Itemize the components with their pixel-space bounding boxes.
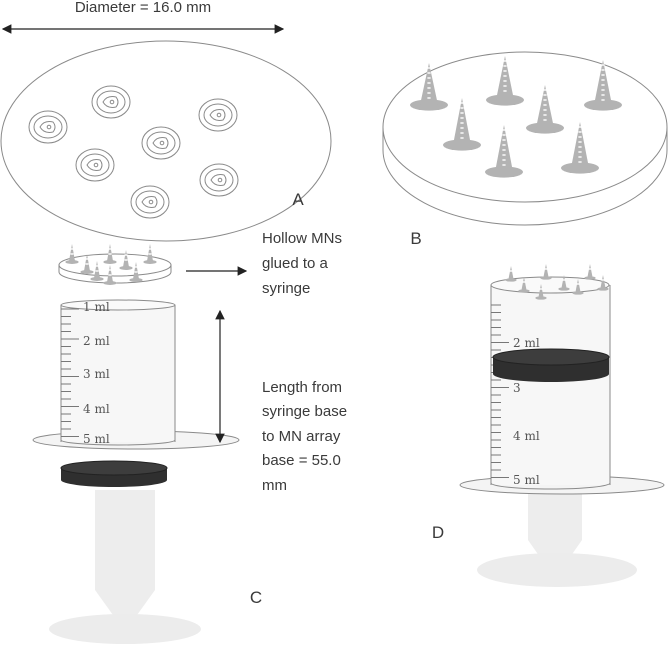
panel-label-a: A [292,190,304,209]
volume-mark: 3 ml [83,367,110,381]
mn-hole [130,185,170,219]
mn-spike-small [103,265,117,285]
volume-mark: 1 ml [83,300,110,314]
mn-hole [91,85,131,119]
panel-label-c: C [250,588,262,607]
syringe-barrel-c [32,299,240,450]
mn-spike-d [597,275,609,291]
mn-spikes-d [505,264,609,300]
mn-spike-small [129,262,143,282]
volume-mark: 2 ml [83,334,110,348]
hollow-mns-annotation: Hollow MNs glued to a syringe [262,230,346,297]
mn-spike-small [103,244,117,264]
diameter-label: Diameter = 16.0 mm [75,0,211,16]
mn-hole [75,148,115,182]
mn-spike [485,125,523,178]
plunger-c [49,490,201,644]
mn-spike [486,56,524,106]
mn-spike [584,60,622,111]
volume-mark: 4 ml [513,429,540,443]
mn-spike-small [90,261,104,281]
volume-mark: 5 ml [83,432,110,446]
mn-spike-d [572,279,584,295]
mn-spike-d [518,277,530,293]
small-mn-array [58,253,172,284]
volume-mark: 3 [513,381,521,395]
volume-mark: 5 ml [513,473,540,487]
mn-spike-small [65,244,79,264]
mn-holes [28,85,239,219]
dark-disc-c [60,460,168,487]
panel-label-d: D [432,523,444,542]
mn-spikes-small [65,244,157,285]
syringe-barrel-d [459,276,665,495]
mn-spike-d [535,284,547,300]
volume-mark: 4 ml [83,402,110,416]
mn-hole [199,163,239,197]
plunger-d [477,490,637,587]
mn-spike [526,85,564,134]
volume-mark: 2 ml [513,336,540,350]
mn-spike-small [143,244,157,264]
length-annotation: Length from syringe base to MN array bas… [262,379,351,494]
mn-spikes-3d [410,56,622,178]
mn-spike-d [505,266,517,282]
patch-3d-view [382,51,668,226]
mn-spike-d [558,275,570,291]
syringe-scale-c: 1 ml 2 ml 3 ml 4 ml 5 ml [61,300,110,446]
mn-spike-d [584,264,596,280]
mn-spike-small [80,254,94,274]
mn-hole [198,98,238,132]
mn-spike-small [119,250,133,270]
dark-disc-d [492,348,610,382]
mn-spike-d [540,264,552,280]
mn-spike [410,63,448,111]
mn-spike [443,98,481,151]
mn-spike [561,122,599,174]
panel-label-b: B [410,229,421,248]
mn-hole [141,126,181,160]
mn-hole [28,110,68,144]
